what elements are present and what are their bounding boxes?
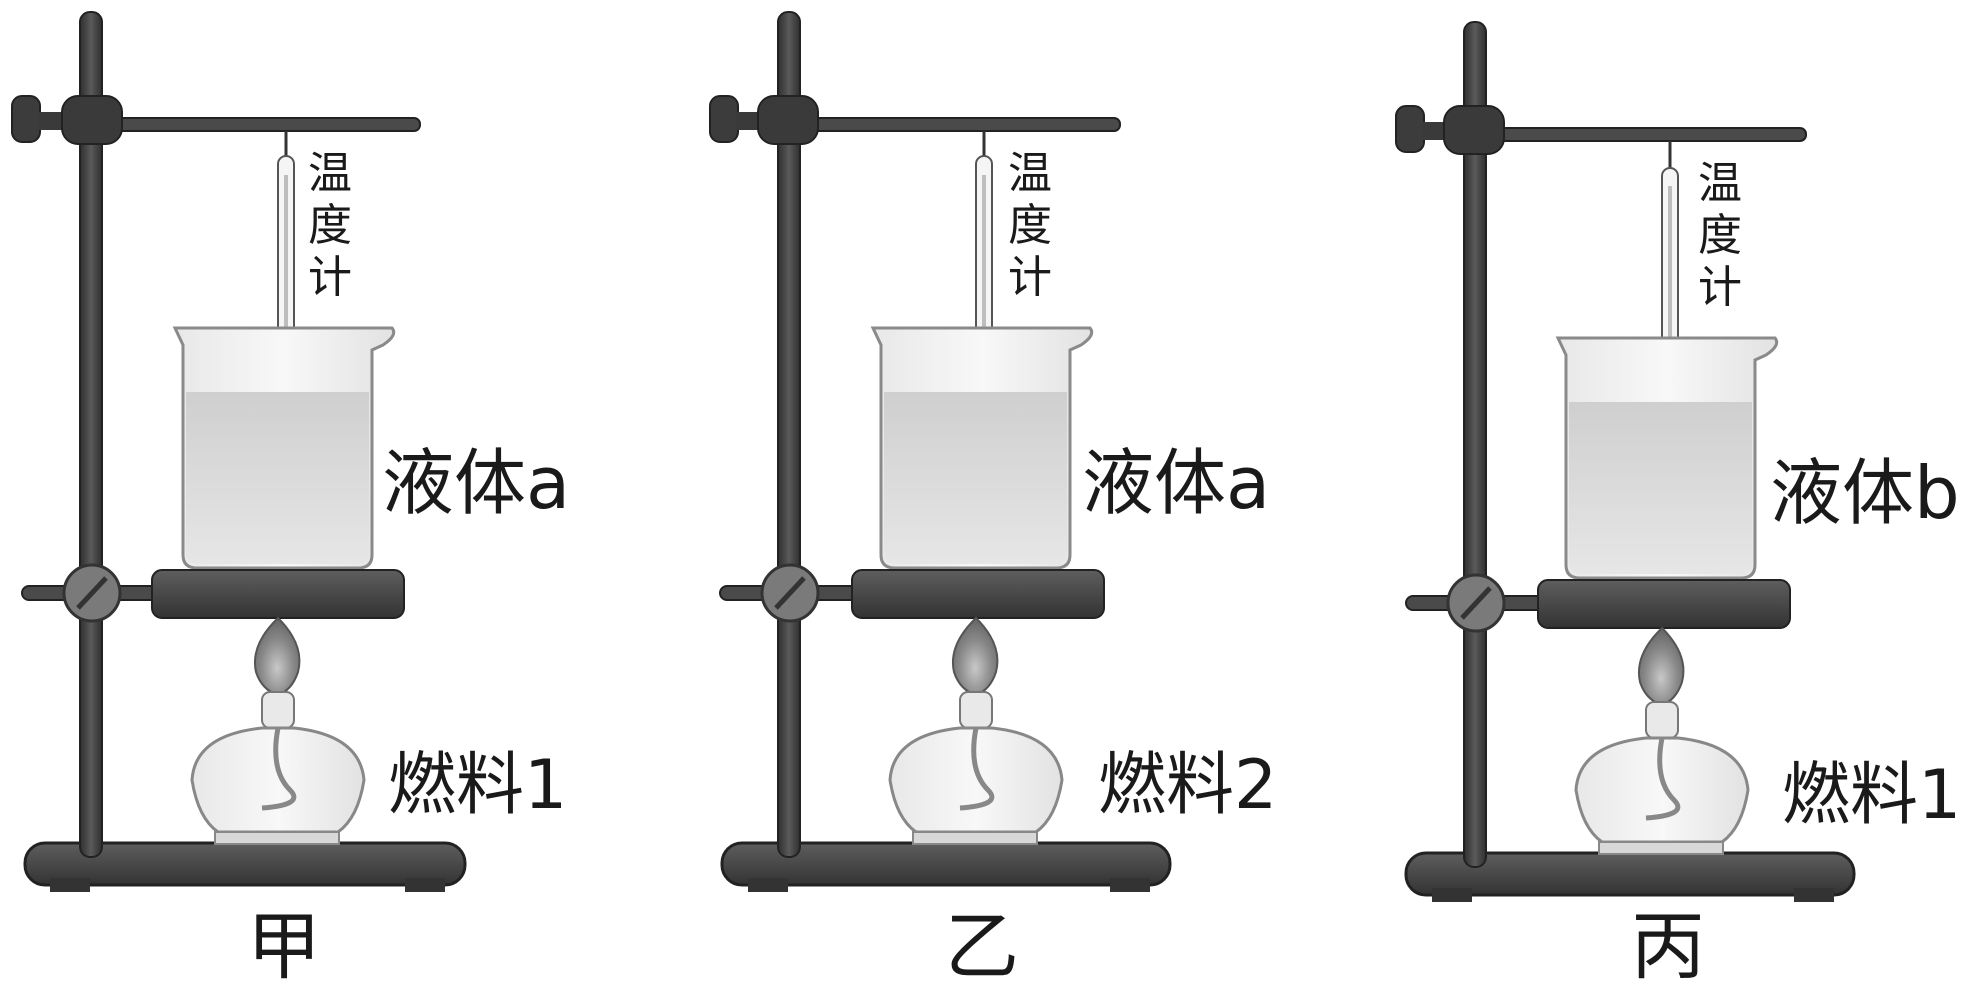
thermometer-label-char-3: 计 — [1008, 252, 1052, 303]
support-plate — [151, 569, 405, 619]
thermometer-label-char-3: 计 — [308, 252, 352, 303]
thermometer-label-char-1: 温 — [308, 148, 352, 199]
flame — [1638, 626, 1685, 707]
liquid-fill — [884, 392, 1067, 564]
beaker — [870, 326, 1094, 570]
fuel-label: 燃料2 — [1098, 746, 1277, 825]
setup-bing: 温 度 计 液体b 燃料1 丙 — [1395, 21, 1961, 990]
thermometer-label-char-2: 度 — [1008, 200, 1052, 251]
setup-jia: 温 度 计 液体a 燃料1 甲 — [11, 11, 570, 990]
stand-pole — [1463, 21, 1487, 868]
thermometer-label-char-3: 计 — [1698, 262, 1742, 313]
setup-label: 甲 — [247, 904, 321, 985]
thermometer-label-char-2: 度 — [308, 200, 352, 251]
beaker — [172, 326, 396, 570]
beaker — [1555, 336, 1779, 580]
top-clamp — [61, 95, 123, 145]
setup-label: 丙 — [1631, 904, 1705, 985]
liquid-fill — [186, 392, 369, 564]
thermometer-label-char-1: 温 — [1008, 148, 1052, 199]
fuel-label: 燃料1 — [1782, 756, 1961, 835]
stand-pole — [79, 11, 103, 858]
setup-label: 乙 — [945, 904, 1019, 985]
top-clamp — [757, 95, 819, 145]
support-plate — [1537, 579, 1791, 629]
setup-yi: 温 度 计 液体a 燃料2 乙 — [709, 11, 1277, 990]
alcohol-lamp — [888, 691, 1064, 845]
top-arm — [1483, 127, 1807, 142]
flame — [952, 616, 999, 697]
alcohol-lamp — [1574, 701, 1750, 855]
flame — [254, 616, 301, 697]
liquid-label: 液体b — [1770, 451, 1960, 535]
support-plate — [851, 569, 1105, 619]
liquid-fill — [1569, 402, 1752, 574]
liquid-label: 液体a — [1082, 441, 1270, 525]
top-arm — [99, 117, 421, 132]
top-arm — [797, 117, 1121, 132]
top-clamp — [1443, 105, 1505, 155]
thermometer-label-char-1: 温 — [1698, 158, 1742, 209]
thermometer-label-char-2: 度 — [1698, 210, 1742, 261]
liquid-label: 液体a — [382, 441, 570, 525]
stand-pole — [777, 11, 801, 858]
alcohol-lamp — [190, 691, 366, 845]
fuel-label: 燃料1 — [388, 746, 567, 825]
